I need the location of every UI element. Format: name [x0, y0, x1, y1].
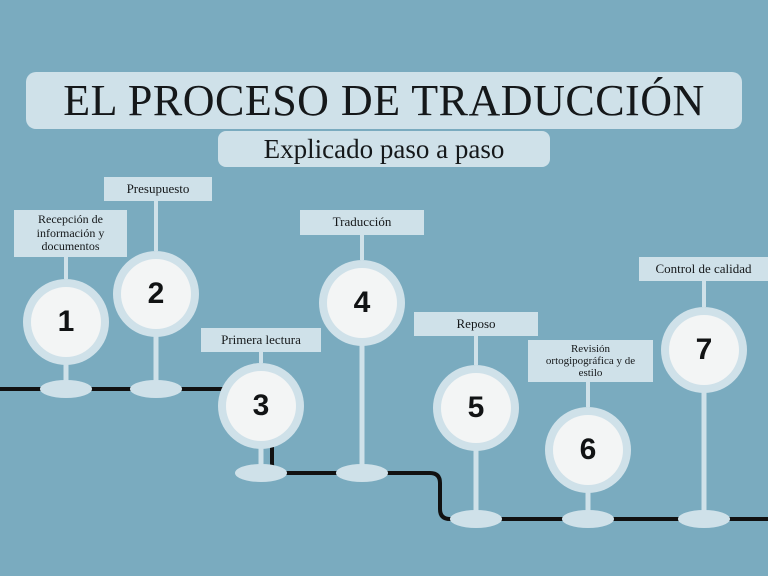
- step-pin[interactable]: [545, 407, 631, 528]
- pin-base: [450, 510, 502, 528]
- step-pin[interactable]: [319, 260, 405, 482]
- step-label-box[interactable]: Traducción: [300, 210, 424, 235]
- label-connector: [474, 336, 478, 365]
- label-connector: [259, 352, 263, 363]
- label-connector: [360, 235, 364, 260]
- step-circle-face: [31, 287, 101, 357]
- step-pin[interactable]: [23, 279, 109, 398]
- step-pins-group: [23, 201, 747, 528]
- page-title: EL PROCESO DE TRADUCCIÓN: [63, 76, 705, 125]
- pin-base: [562, 510, 614, 528]
- timeline-path: [0, 387, 768, 521]
- step-circle-face: [669, 315, 739, 385]
- step-label-text: Reposo: [456, 315, 496, 331]
- page-subtitle: Explicado paso a paso: [263, 133, 505, 164]
- label-connector: [154, 201, 158, 251]
- step-label-box[interactable]: Primera lectura: [201, 328, 321, 352]
- pin-stem: [473, 408, 479, 519]
- step-label-box[interactable]: Reposo: [414, 312, 538, 336]
- step-circle-face: [226, 371, 296, 441]
- label-connector: [586, 382, 590, 407]
- step-label-text: Primera lectura: [221, 331, 301, 347]
- pin-stem: [359, 303, 365, 473]
- label-connector: [64, 257, 68, 279]
- pin-base: [130, 380, 182, 398]
- pin-stem: [153, 294, 159, 389]
- step-pin[interactable]: [433, 365, 519, 528]
- pin-base: [40, 380, 92, 398]
- step-label-box[interactable]: Presupuesto: [104, 177, 212, 201]
- step-label-text: Traducción: [332, 214, 392, 230]
- pin-base: [235, 464, 287, 482]
- step-circle-face: [553, 415, 623, 485]
- step-label-text: Control de calidad: [655, 260, 752, 276]
- step-circle-face: [327, 268, 397, 338]
- step-pin[interactable]: [218, 363, 304, 482]
- step-label-box[interactable]: Control de calidad: [639, 257, 768, 281]
- step-circle-face: [121, 259, 191, 329]
- pin-stem: [701, 350, 707, 519]
- pin-base: [678, 510, 730, 528]
- step-pin[interactable]: [113, 251, 199, 398]
- step-label-text: Presupuesto: [126, 180, 190, 196]
- timeline-path-group: [0, 387, 768, 521]
- subtitle-band: [218, 131, 550, 167]
- title-band: [26, 72, 742, 129]
- label-connector: [702, 281, 706, 307]
- step-circle-face: [441, 373, 511, 443]
- pin-base: [336, 464, 388, 482]
- step-pin[interactable]: [661, 307, 747, 528]
